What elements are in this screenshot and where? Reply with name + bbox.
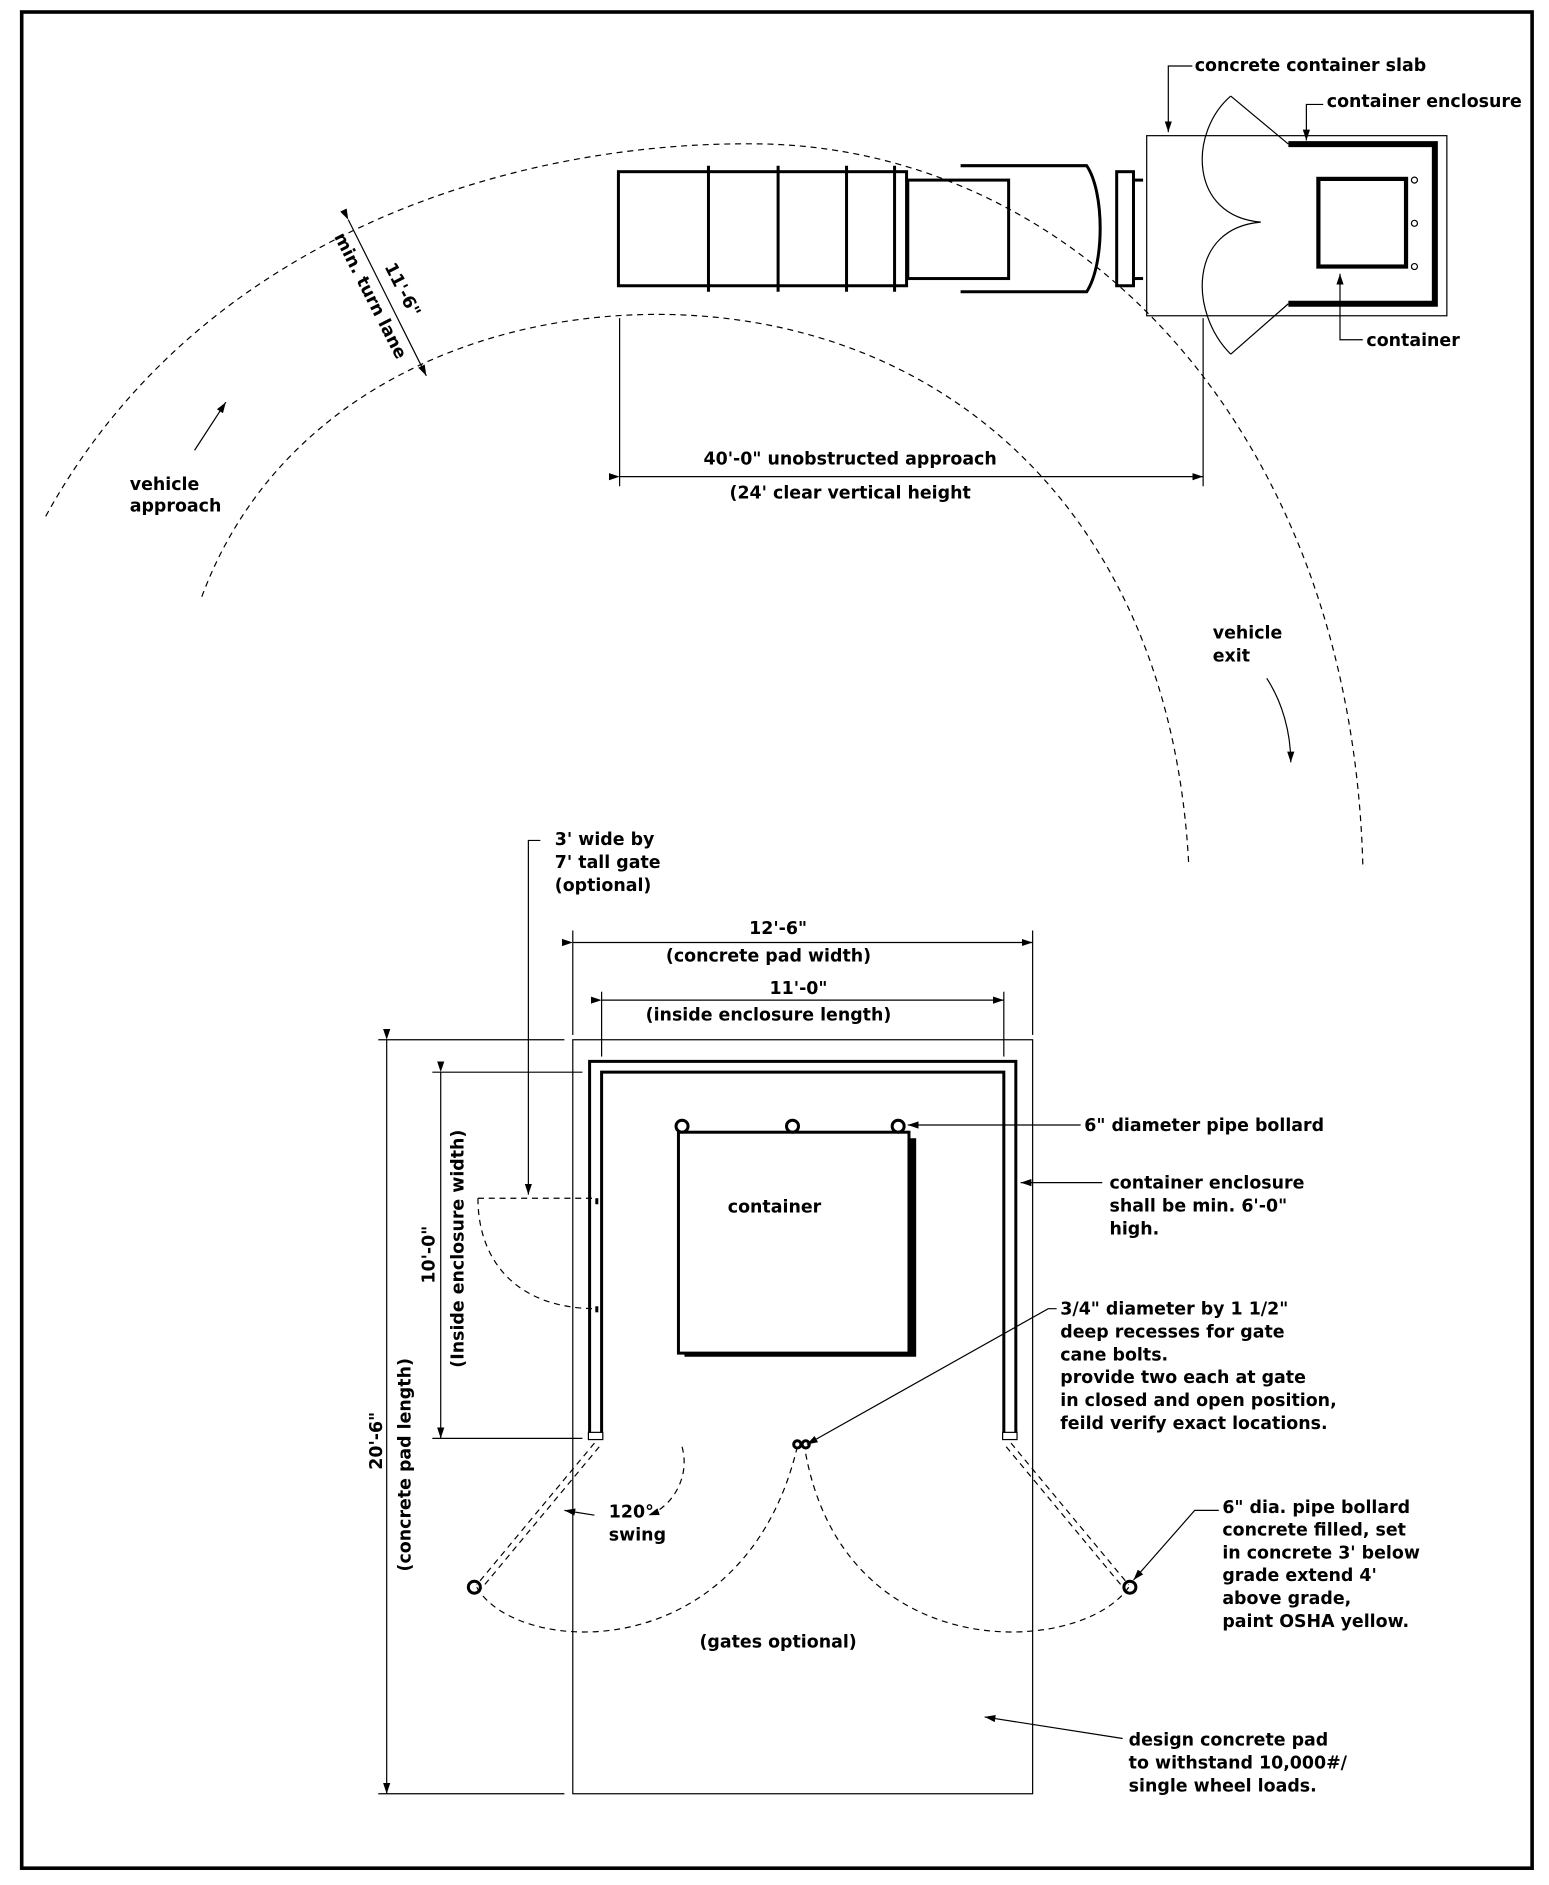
pad-note: single wheel loads. [1129,1776,1317,1796]
container-plan-label: container [728,1198,822,1218]
outer-turn-arc [45,143,1364,865]
vehicle-exit-label: exit [1213,647,1250,667]
pad-width-label: (concrete pad width) [666,947,871,967]
recess-note: provide two each at gate [1060,1368,1306,1388]
turning-path [45,143,1364,865]
clear-height: (24' clear vertical height [729,483,970,503]
inside-length-label: (inside enclosure length) [646,1006,892,1026]
bollard-note: paint OSHA yellow. [1222,1612,1409,1632]
inner-turn-arc [201,313,1190,865]
inside-length-dim: 11'-0" [770,979,828,999]
bollard-icon [890,1118,906,1134]
inside-width-dim: 10'-0" [420,1226,440,1284]
bollard-note: grade extend 4' [1222,1566,1377,1586]
bollard-icon [1122,1579,1138,1595]
bollard-icon [785,1118,801,1134]
bollard-note: above grade, [1222,1589,1351,1609]
container-plan: container [676,1130,917,1357]
enclosure-walls [587,1059,1018,1441]
pad-width-dim: 12'-6" [749,919,807,939]
gates [466,1197,1138,1633]
pad-length-dim: 20'-6" [367,1412,387,1470]
recess-note: in closed and open position, [1060,1391,1336,1411]
bollard-note: in concrete 3' below [1222,1543,1420,1563]
container-slab [1146,95,1448,355]
gate-note: 3' wide by [555,830,655,850]
enclosure-note: shall be min. 6'-0" [1109,1196,1287,1216]
vehicle-exit-label: vehicle [1213,624,1283,644]
enclosure-note: container enclosure [1109,1174,1304,1194]
swing-angle: 120° [609,1503,654,1523]
bollard-note: 6" dia. pipe bollard [1222,1498,1410,1518]
container-label: container [1366,331,1460,351]
recess-note: 3/4" diameter by 1 1/2" [1060,1300,1288,1320]
enclosure-note: high. [1109,1219,1159,1239]
bollard-icon [466,1579,482,1595]
vehicle-approach-label: vehicle [130,475,200,495]
container-top [1316,176,1409,269]
pad-note: to withstand 10,000#/ [1129,1754,1348,1774]
bollard-icon [674,1118,690,1134]
approach-dim: 40'-0" unobstructed approach [704,450,997,470]
slab-label: concrete container slab [1195,56,1426,76]
gates-optional-label: (gates optional) [699,1632,856,1652]
recess-note: cane bolts. [1060,1345,1168,1365]
drawing-border [19,10,1534,1870]
recess-note: feild verify exact locations. [1060,1414,1327,1434]
pad-length-label: (concrete pad length) [396,1358,416,1571]
truck [616,164,1144,294]
inside-width-label: (Inside enclosure width) [449,1130,469,1368]
swing-label: swing [609,1525,666,1545]
vehicle-approach-label: approach [130,496,222,516]
bollard-label: 6" diameter pipe bollard [1084,1116,1324,1136]
bollard-note: concrete filled, set [1222,1521,1406,1541]
recess-note: deep recesses for gate [1060,1323,1284,1343]
gate-note: 7' tall gate [555,853,661,873]
concrete-pad [572,1039,1034,1795]
enclosure-label: container enclosure [1327,92,1522,112]
gate-note: (optional) [555,876,652,896]
pad-note: design concrete pad [1129,1731,1329,1751]
